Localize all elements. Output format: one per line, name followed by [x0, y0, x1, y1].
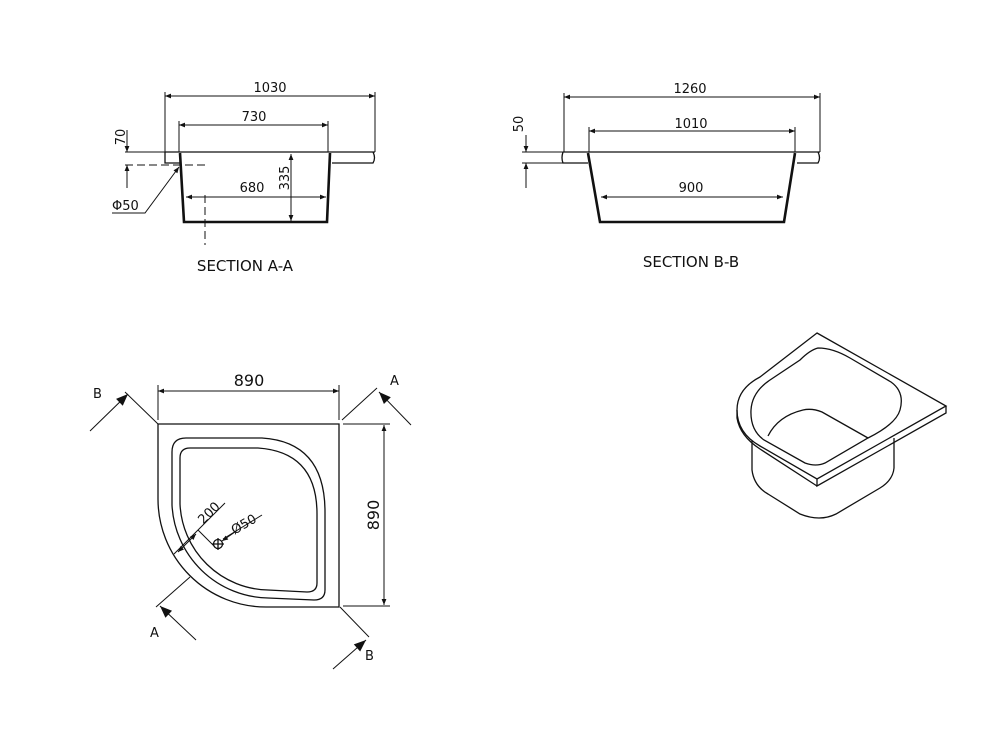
- section-b-basin: [586, 152, 797, 224]
- dim-label-plan-height: 890: [364, 500, 383, 531]
- dim-label-plan-drain: Ø50: [229, 512, 260, 538]
- section-b-rim: [561, 151, 821, 164]
- dim-label-drain-offset: 200: [195, 499, 223, 527]
- dim-label-900: 900: [679, 181, 704, 196]
- cut-label-a-top: A: [390, 374, 399, 389]
- dim-label-1030: 1030: [253, 81, 286, 96]
- cut-marker-a-top: A: [341, 374, 412, 426]
- section-a-basin: [178, 152, 332, 224]
- cut-marker-a-bottom: A: [150, 576, 197, 641]
- cut-label-b-bottom: B: [365, 649, 374, 664]
- drain-leader: [112, 166, 180, 214]
- dim-label-plan-width: 890: [234, 371, 265, 390]
- plan-outline: [157, 423, 340, 608]
- section-b-title: SECTION B-B: [643, 253, 739, 271]
- plan-view: 890 890 200 Ø50 B A A: [89, 371, 412, 670]
- dim-label-1010: 1010: [674, 117, 707, 132]
- plan-basin-outline: [179, 447, 318, 593]
- dim-label-335: 335: [278, 166, 293, 191]
- isometric-view: [736, 332, 948, 519]
- dim-label-1260: 1260: [673, 82, 706, 97]
- section-b-view: 1260 1010 900 50 SECTION B-B: [512, 82, 821, 271]
- dim-label-680: 680: [240, 181, 265, 196]
- cut-label-b-top: B: [93, 387, 102, 402]
- drain-icon: [212, 538, 224, 550]
- cut-marker-b-top: B: [89, 387, 159, 432]
- plan-rim-inner: [171, 437, 326, 601]
- dim-label-50: 50: [512, 116, 527, 133]
- cut-label-a-bottom: A: [150, 626, 159, 641]
- dim-label-70: 70: [114, 129, 129, 146]
- cut-marker-b-bottom: B: [332, 606, 374, 670]
- section-a-title: SECTION A-A: [197, 257, 294, 275]
- dim-label-730: 730: [242, 110, 267, 125]
- section-a-rim: [164, 151, 376, 164]
- dim-label-drain: Φ50: [112, 199, 139, 214]
- section-a-view: 1030 730 680 335 70 Φ50 SECTION A-A: [112, 81, 376, 275]
